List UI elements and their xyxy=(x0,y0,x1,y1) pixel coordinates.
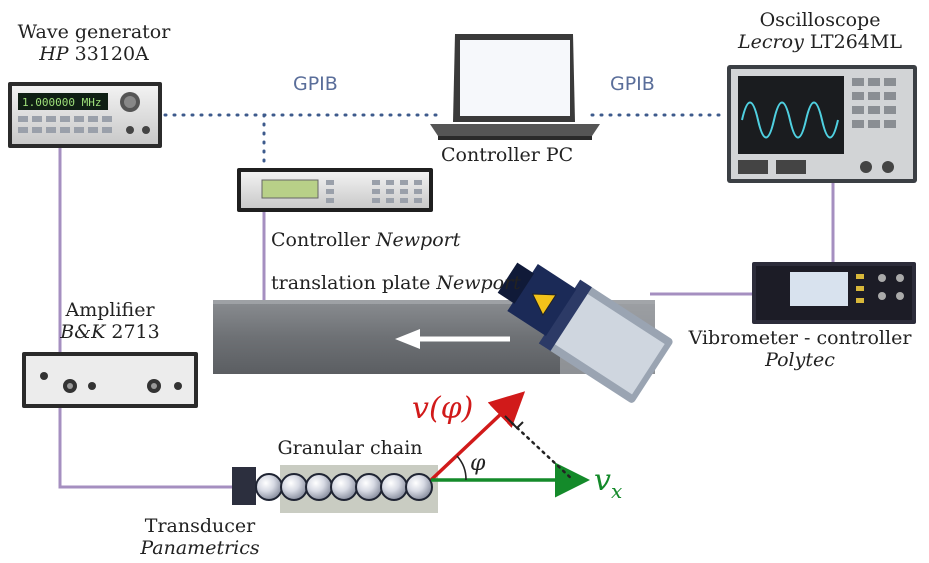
granular-chain xyxy=(232,465,438,513)
angle-arc xyxy=(456,455,467,481)
transducer-label: Transducer Panametrics xyxy=(140,515,260,559)
vector-diagram: φ v(φ) vx xyxy=(412,391,622,503)
gpib-right-label: GPIB xyxy=(610,73,655,95)
transducer-block xyxy=(232,467,256,505)
oscilloscope-device xyxy=(727,65,917,183)
velocity-label: v(φ) xyxy=(412,391,473,426)
amplifier-device xyxy=(22,352,198,408)
laptop-icon xyxy=(430,34,600,140)
wire-amplifier-transducer xyxy=(58,408,232,489)
newport-controller-device xyxy=(237,168,433,212)
translation-plate-label: translation plate Newport xyxy=(271,272,521,294)
bead xyxy=(305,473,333,501)
bead xyxy=(330,473,358,501)
bead xyxy=(280,473,308,501)
vibrometer-controller-device xyxy=(752,262,916,324)
newport-controller-label: Controller Newport xyxy=(271,229,461,251)
right-angle-mark xyxy=(504,415,524,430)
left-arrow-icon xyxy=(395,329,510,349)
gpib-bus xyxy=(163,113,727,167)
cable-wires xyxy=(58,148,835,489)
bead xyxy=(255,473,283,501)
angle-label: φ xyxy=(470,451,486,476)
bead xyxy=(355,473,383,501)
gpib-left-label: GPIB xyxy=(293,73,338,95)
bead xyxy=(380,473,408,501)
vibrometer-label: Vibrometer - controller Polytec xyxy=(688,327,912,371)
projection-line xyxy=(510,421,575,482)
vx-label: vx xyxy=(594,463,622,503)
wave-generator-label: Wave generator HP 33120A xyxy=(17,21,171,65)
laser-warning-icon xyxy=(531,293,557,317)
velocity-vector xyxy=(429,391,526,482)
controller-pc-label: Controller PC xyxy=(441,144,574,166)
bead xyxy=(405,473,433,501)
granular-chain-label: Granular chain xyxy=(277,437,423,459)
wave-generator-device: 1.000000 MHz xyxy=(8,82,162,148)
laser-head-device xyxy=(497,262,673,403)
generator-display: 1.000000 MHz xyxy=(22,96,101,109)
oscilloscope-label: Oscilloscope Lecroy LT264ML xyxy=(738,9,902,53)
amplifier-label: Amplifier B&K 2713 xyxy=(60,299,160,343)
